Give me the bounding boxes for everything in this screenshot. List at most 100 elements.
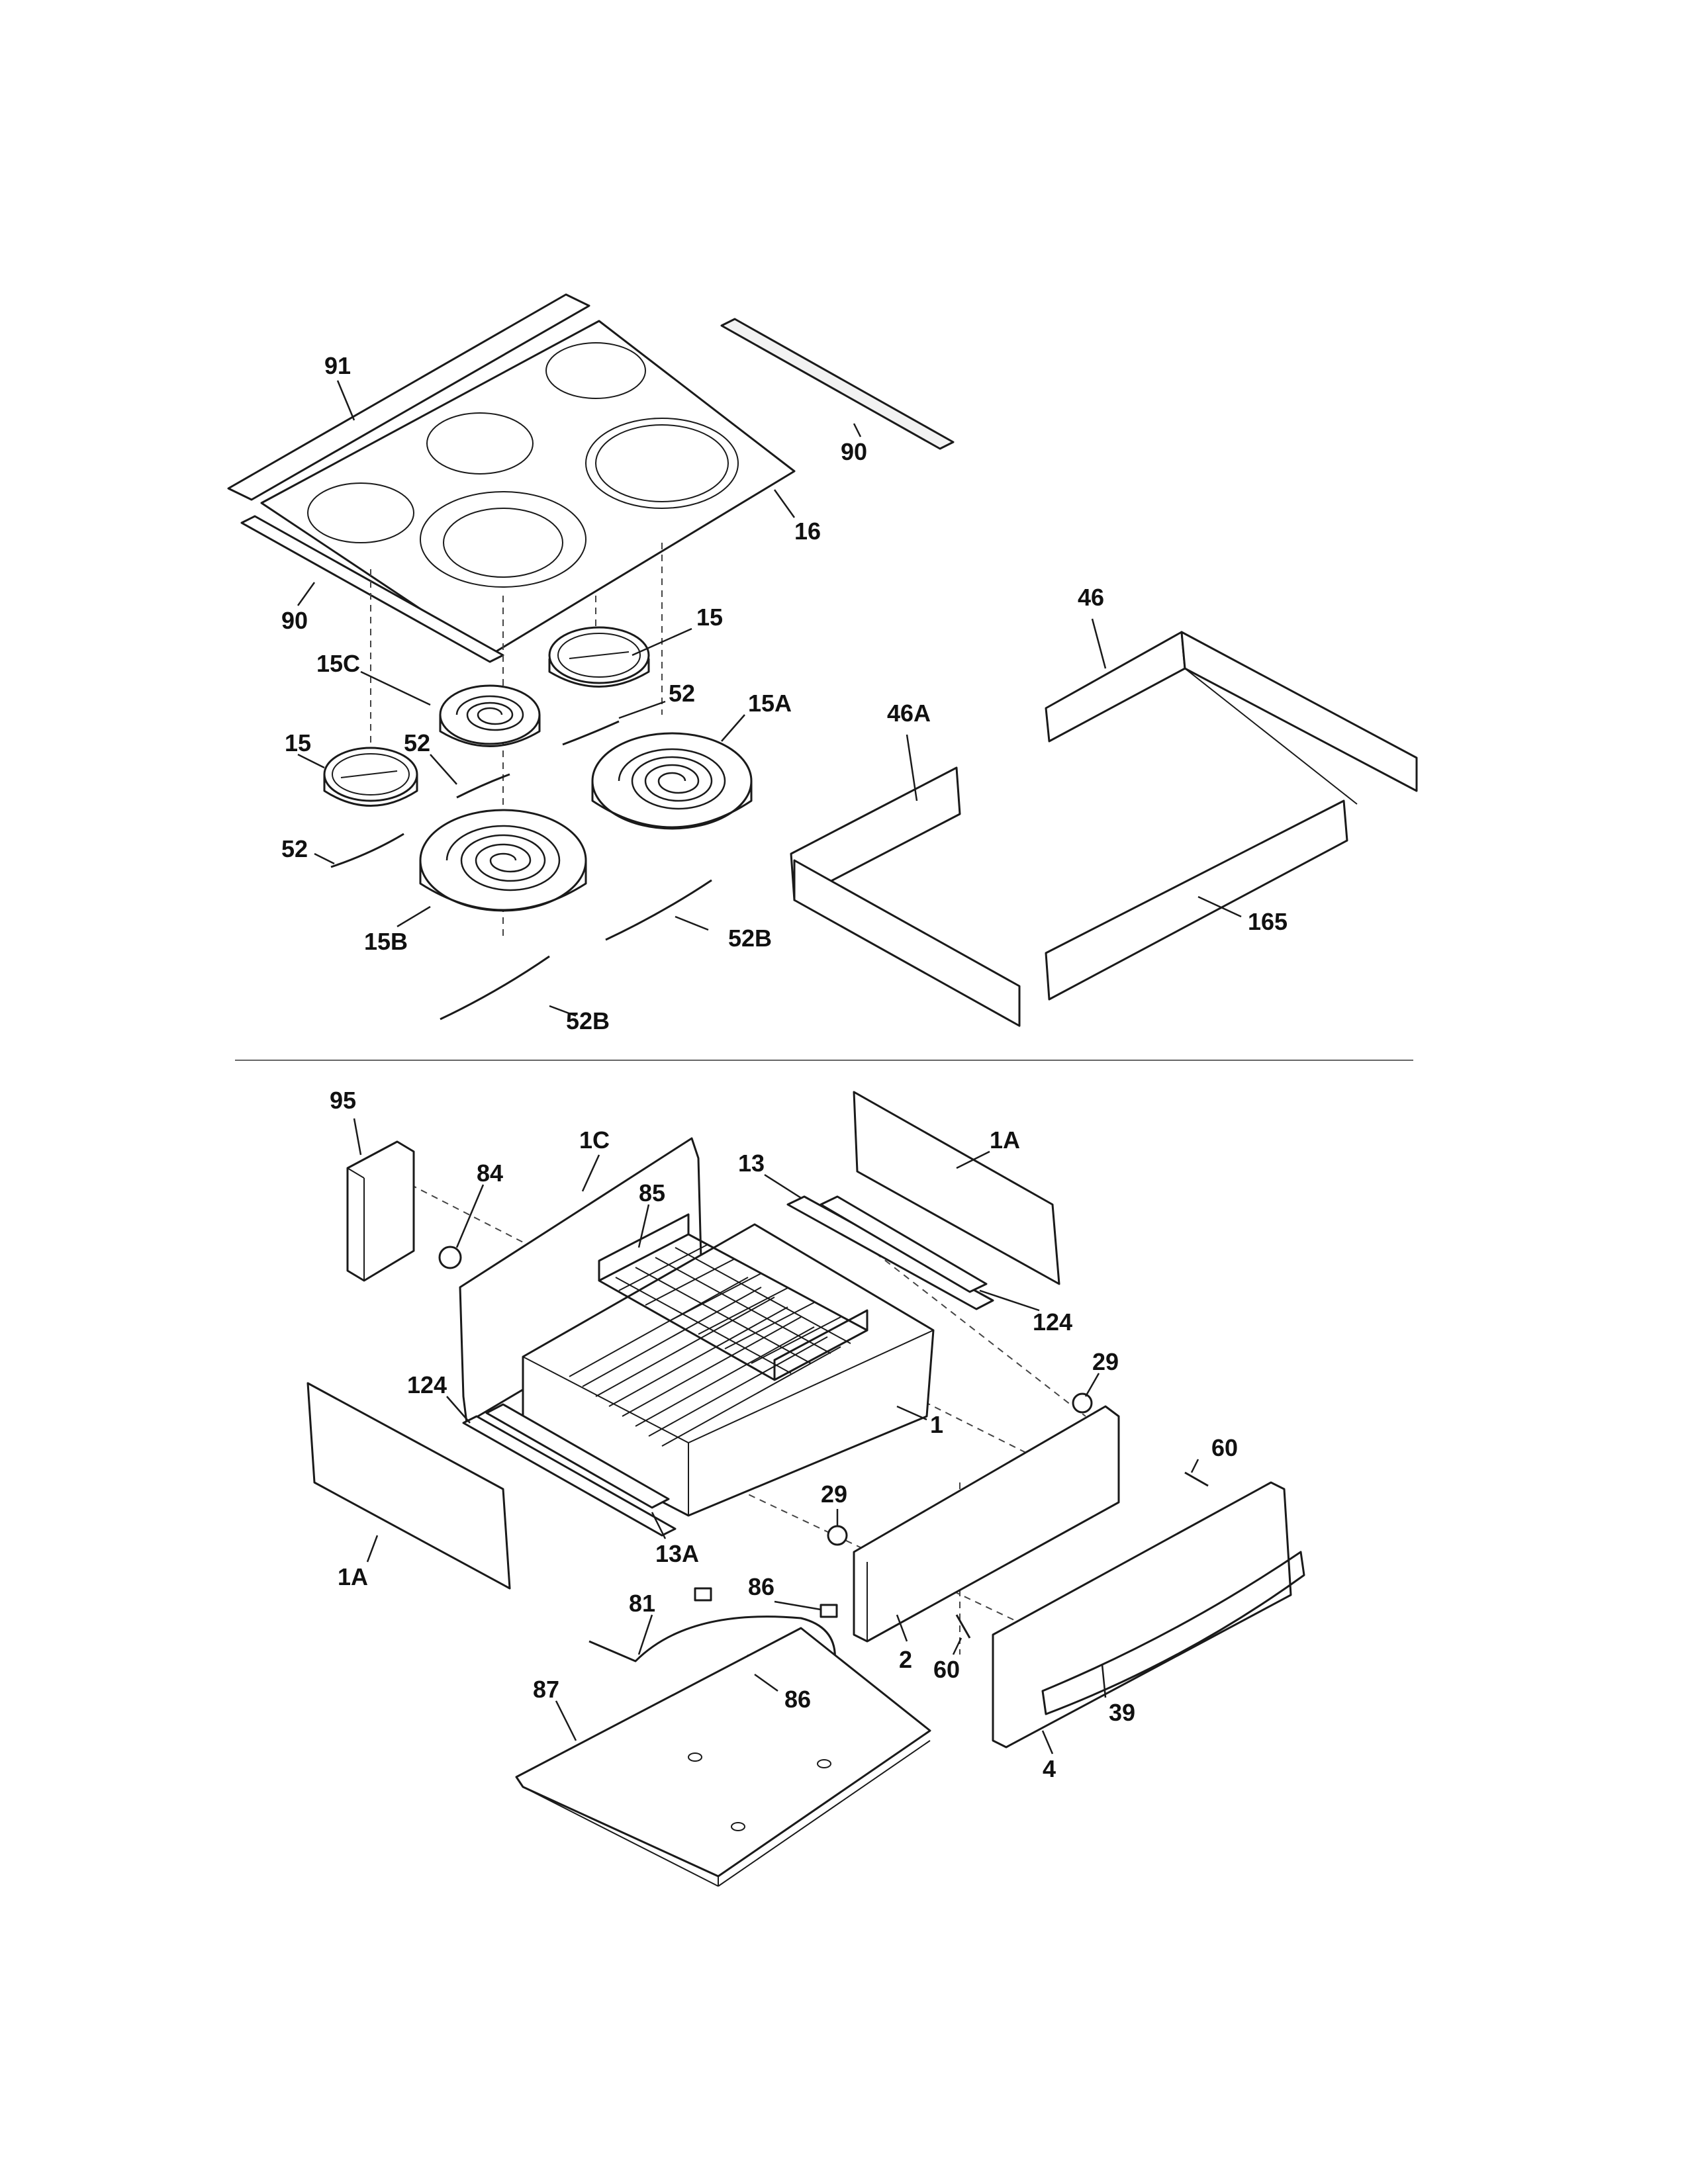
label-39: 39	[1109, 1699, 1135, 1726]
element-wall	[439, 715, 541, 747]
label-124-right: 124	[1033, 1308, 1072, 1336]
cooktop-assembly	[227, 293, 1418, 1027]
slide-rail-124-lower	[462, 1415, 677, 1537]
clip-52-right	[562, 720, 620, 746]
bracket-46	[1045, 631, 1186, 743]
label-86-lower: 86	[784, 1686, 811, 1713]
label-1A-upper: 1A	[990, 1126, 1020, 1154]
leader-lines	[297, 380, 1242, 1754]
label-15B: 15B	[364, 928, 408, 955]
label-4: 4	[1043, 1755, 1056, 1782]
label-15A: 15A	[748, 690, 792, 717]
coil	[455, 695, 524, 731]
bottom-panel-87	[515, 1627, 931, 1878]
label-16: 16	[794, 518, 821, 545]
screw-60-upper	[1184, 1471, 1209, 1487]
element-rim	[332, 753, 410, 796]
label-52B-bottom: 52B	[566, 1007, 610, 1034]
label-86-upper: 86	[748, 1573, 774, 1600]
label-90-front: 90	[281, 607, 308, 634]
label-91: 91	[324, 352, 351, 379]
label-90-right: 90	[841, 438, 867, 465]
slide-rail-13	[786, 1195, 994, 1310]
burner-ring	[426, 412, 534, 475]
side-panel-1A-lower	[306, 1382, 511, 1590]
foot-hole	[731, 1822, 745, 1831]
label-60-upper: 60	[1211, 1434, 1238, 1461]
label-13A: 13A	[655, 1540, 699, 1567]
label-124-left: 124	[407, 1371, 447, 1398]
element-wall	[548, 659, 650, 688]
panel-edge	[522, 1786, 719, 1887]
element-rim	[557, 633, 641, 678]
trim-strip-91	[227, 293, 590, 501]
element-bar	[569, 651, 630, 659]
label-52B-right: 52B	[728, 925, 772, 952]
coil	[618, 748, 726, 810]
bracket-46A	[790, 766, 961, 901]
label-29-lower: 29	[821, 1480, 847, 1508]
screw-60-lower	[955, 1614, 971, 1639]
burner-ring	[420, 491, 586, 588]
oven-rack-85	[598, 1213, 868, 1381]
coil	[445, 825, 561, 891]
burner-ring	[307, 482, 414, 543]
label-46: 46	[1078, 584, 1104, 611]
burner-ring	[545, 342, 646, 399]
element-bar	[340, 770, 398, 778]
bracket-46-edge	[1184, 668, 1358, 805]
element-wall	[591, 781, 753, 829]
label-52-upper: 52	[669, 680, 695, 707]
label-165: 165	[1248, 908, 1288, 935]
slide-rail-124-upper	[820, 1195, 988, 1293]
label-29-upper: 29	[1092, 1348, 1119, 1375]
slide-rail-13A	[485, 1403, 670, 1509]
label-1: 1	[930, 1411, 943, 1438]
clip-52B-bottom	[440, 955, 550, 1021]
clip-52-mid	[456, 773, 510, 799]
spacer-29-lower	[827, 1525, 848, 1546]
element-wall	[419, 860, 587, 911]
label-1A-lower: 1A	[338, 1563, 368, 1590]
foot-hole	[688, 1752, 702, 1762]
label-1C: 1C	[579, 1126, 610, 1154]
element-wall	[323, 774, 418, 807]
duct-edge	[347, 1167, 365, 1179]
foot-hole	[817, 1759, 831, 1768]
spacer-29-upper	[1072, 1392, 1093, 1414]
panel-edge	[718, 1740, 931, 1887]
label-15C: 15C	[316, 650, 360, 677]
handle-39	[1041, 1551, 1305, 1715]
label-15-upper: 15	[696, 604, 723, 631]
part-labels: 91 90 16 90 15 15C 52 15A 15 52 52 15B 5…	[281, 352, 1288, 1782]
label-81: 81	[629, 1590, 655, 1617]
side-panel-1A-upper	[853, 1091, 1060, 1285]
burner-ring	[585, 418, 739, 509]
label-52-mid: 52	[404, 729, 430, 756]
label-87: 87	[533, 1676, 559, 1703]
bracket-46-side	[1180, 631, 1418, 792]
label-52-left: 52	[281, 835, 308, 862]
label-13: 13	[738, 1150, 765, 1177]
clip-52B-right	[605, 879, 712, 941]
alignment-line	[694, 1469, 1060, 1642]
burner-ring	[595, 424, 729, 502]
bracket-86-right	[820, 1604, 838, 1618]
label-60-lower: 60	[933, 1656, 960, 1683]
heating-element-15C	[439, 684, 541, 745]
drawer-assembly	[306, 1091, 1305, 1887]
bracket-46A-side	[793, 859, 1021, 1027]
fastener-84	[438, 1246, 462, 1269]
drawer-front-2	[853, 1405, 1120, 1643]
label-95: 95	[330, 1087, 356, 1114]
label-46A: 46A	[887, 700, 931, 727]
bracket-86-upper	[694, 1587, 712, 1602]
vent-duct-95	[346, 1140, 415, 1282]
clip-52-left	[330, 833, 404, 868]
panel-165	[1045, 799, 1348, 1001]
label-15-left: 15	[285, 729, 311, 756]
label-84: 84	[477, 1160, 503, 1187]
alignment-line	[847, 1230, 1086, 1417]
drawer-floor-pattern	[569, 1277, 841, 1447]
